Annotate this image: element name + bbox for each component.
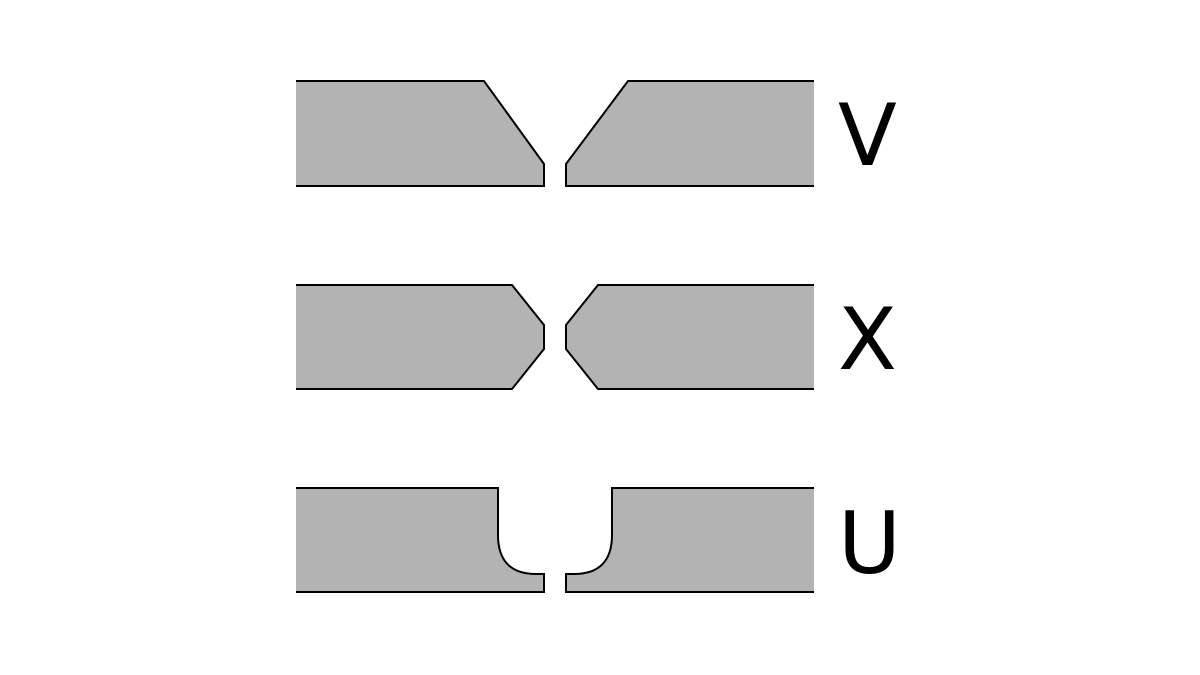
x-joint-label: X xyxy=(838,290,897,390)
u-joint-left-plate xyxy=(296,487,545,593)
x-joint-left-plate xyxy=(296,284,545,390)
u-joint-label: U xyxy=(838,494,901,594)
u-joint-right-plate xyxy=(565,487,814,593)
x-joint xyxy=(296,284,814,390)
x-joint-right-plate xyxy=(565,284,814,390)
v-joint xyxy=(296,80,814,187)
v-joint-right-plate xyxy=(565,80,814,187)
u-joint xyxy=(296,487,814,593)
v-joint-left-plate xyxy=(296,80,545,187)
v-joint-label: V xyxy=(838,86,897,186)
